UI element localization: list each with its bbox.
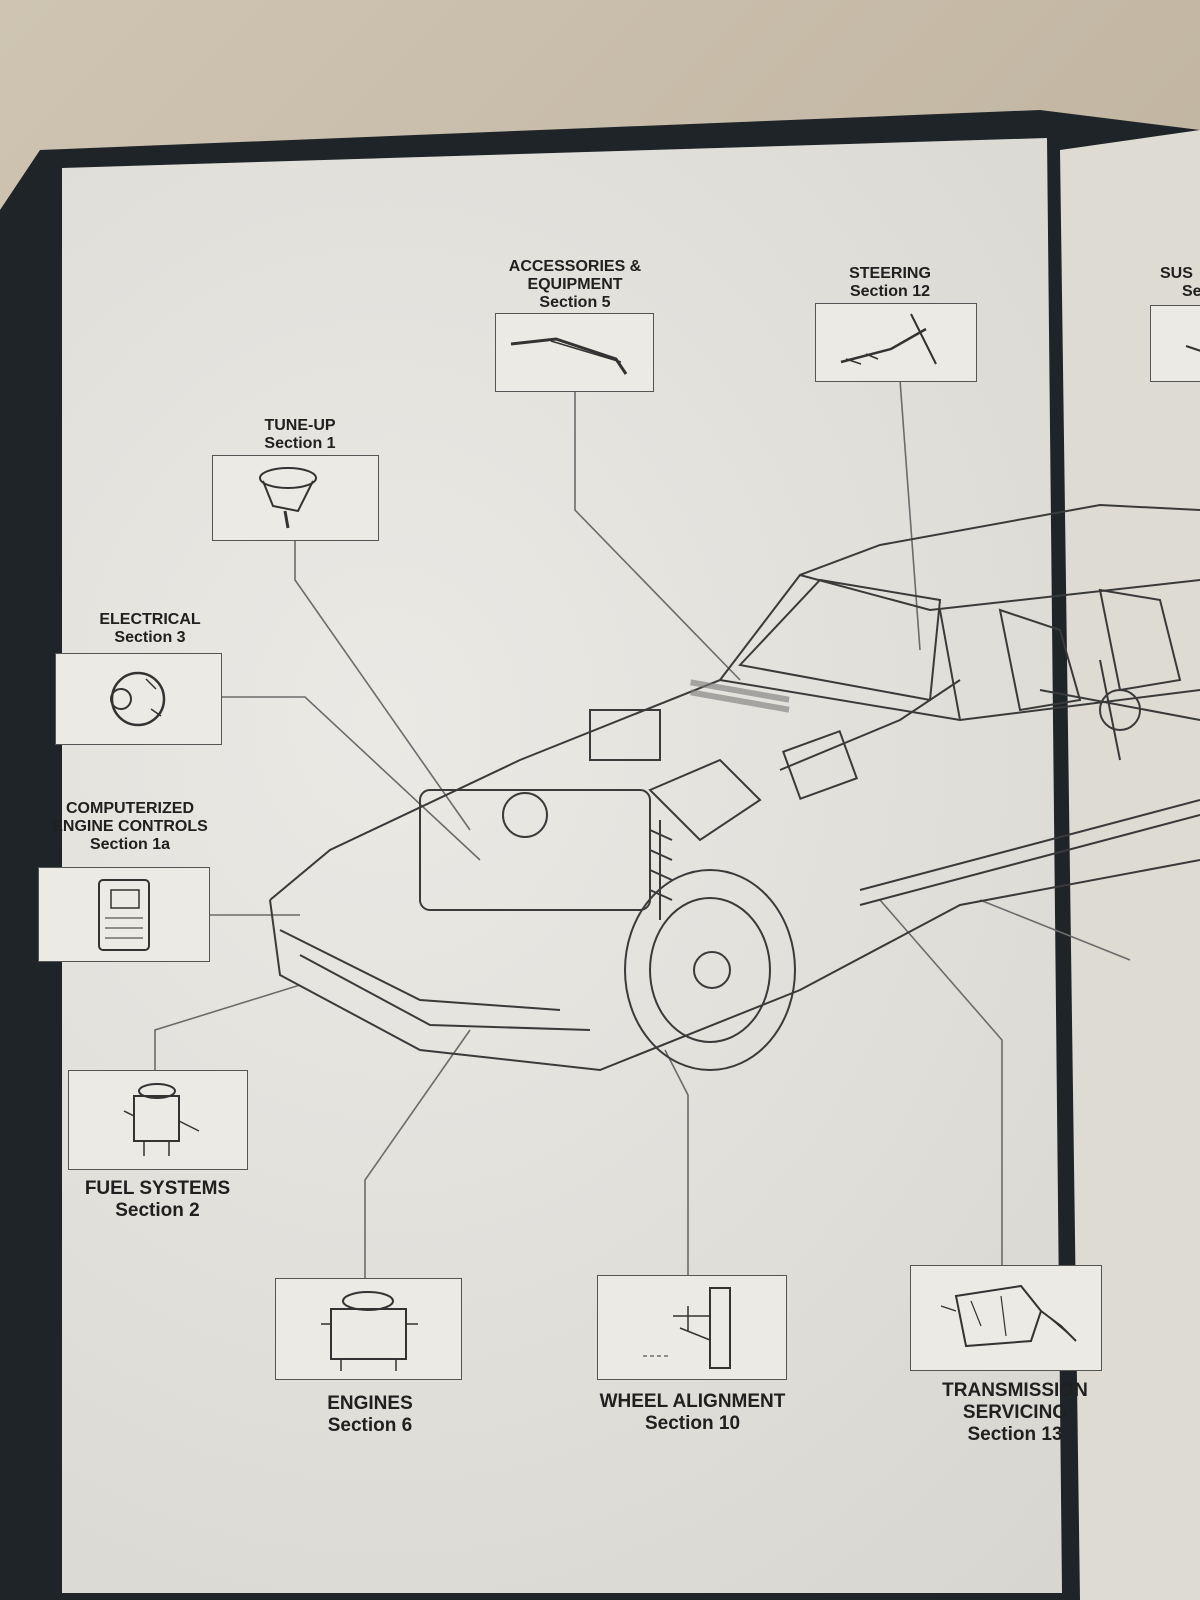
engine-block-icon (321, 1291, 418, 1371)
steering-column-icon (840, 313, 937, 365)
suspension-thumbnail[interactable] (1150, 305, 1200, 382)
accessories-title-line2: EQUIPMENT (527, 276, 623, 293)
wiper-blade-icon (510, 337, 628, 375)
computerized-label: COMPUTERIZED ENGINE CONTROLS Section 1a (30, 800, 230, 854)
leader-line-accessories (574, 390, 741, 681)
accessories-section: Section 5 (539, 294, 611, 311)
leader-line-suspension (979, 899, 1131, 961)
alignment-thumbnail[interactable] (597, 1275, 787, 1380)
alignment-label: WHEEL ALIGNMENT Section 10 (570, 1391, 815, 1435)
electrical-title: ELECTRICAL (99, 611, 201, 628)
ecu-module-icon (98, 879, 150, 951)
steering-label: STEERING Section 12 (815, 265, 965, 301)
transmission-thumbnail[interactable] (910, 1265, 1102, 1371)
alignment-title: WHEEL ALIGNMENT (599, 1391, 786, 1412)
computerized-title-line2: ENGINE CONTROLS (52, 818, 208, 835)
suspension-title: SUS (1160, 265, 1193, 282)
fuel-thumbnail[interactable] (68, 1070, 248, 1170)
leader-line-steering (899, 379, 921, 651)
engines-title: ENGINES (327, 1393, 413, 1414)
computerized-thumbnail[interactable] (38, 867, 210, 962)
tuneup-label: TUNE-UP Section 1 (230, 417, 370, 453)
car-body-outline (269, 503, 1200, 901)
wheel-alignment-icon (643, 1287, 731, 1369)
engines-label: ENGINES Section 6 (290, 1393, 450, 1437)
engines-thumbnail[interactable] (275, 1278, 462, 1380)
computerized-section: Section 1a (89, 836, 171, 853)
electrical-label: ELECTRICAL Section 3 (70, 611, 230, 647)
leader-line-tuneup (294, 535, 471, 831)
tuneup-thumbnail[interactable] (212, 455, 379, 541)
accessories-thumbnail[interactable] (495, 313, 654, 392)
leader-line-engines (364, 1029, 471, 1278)
electrical-thumbnail[interactable] (55, 653, 222, 745)
accessories-label: ACCESSORIES & EQUIPMENT Section 5 (470, 258, 680, 312)
fuel-section: Section 2 (115, 1200, 200, 1221)
steering-section: Section 12 (849, 283, 931, 300)
alignment-section: Section 10 (644, 1413, 741, 1434)
engines-section: Section 6 (327, 1415, 413, 1436)
alternator-icon (110, 671, 166, 727)
steering-thumbnail[interactable] (815, 303, 977, 382)
steering-title: STEERING (849, 265, 931, 282)
accessories-title-line1: ACCESSORIES & (508, 258, 642, 275)
tuneup-section: Section 1 (264, 435, 336, 452)
suspension-icon (1185, 345, 1200, 352)
fuel-title: FUEL SYSTEMS (84, 1178, 231, 1199)
leader-line-electrical (218, 696, 481, 861)
computerized-title-line1: COMPUTERIZED (66, 800, 194, 817)
transmission-icon (940, 1284, 1077, 1348)
transmission-label: TRANSMISSION SERVICING Section 13 (915, 1380, 1115, 1446)
leader-line-alignment (664, 1049, 689, 1275)
suspension-label: SUS Se (1160, 265, 1200, 301)
tuneup-title: TUNE-UP (264, 417, 336, 434)
transmission-section: Section 13 (967, 1424, 1063, 1445)
transmission-title-line2: SERVICING (962, 1402, 1068, 1423)
leader-line-fuel (154, 984, 301, 1070)
electrical-section: Section 3 (114, 629, 186, 646)
distributor-icon (259, 467, 317, 529)
suspension-section: Se (1182, 283, 1200, 300)
leader-line-transmission (879, 899, 1003, 1265)
carburetor-icon (123, 1083, 200, 1156)
transmission-title-line1: TRANSMISSION (942, 1380, 1088, 1401)
fuel-label: FUEL SYSTEMS Section 2 (60, 1178, 255, 1222)
